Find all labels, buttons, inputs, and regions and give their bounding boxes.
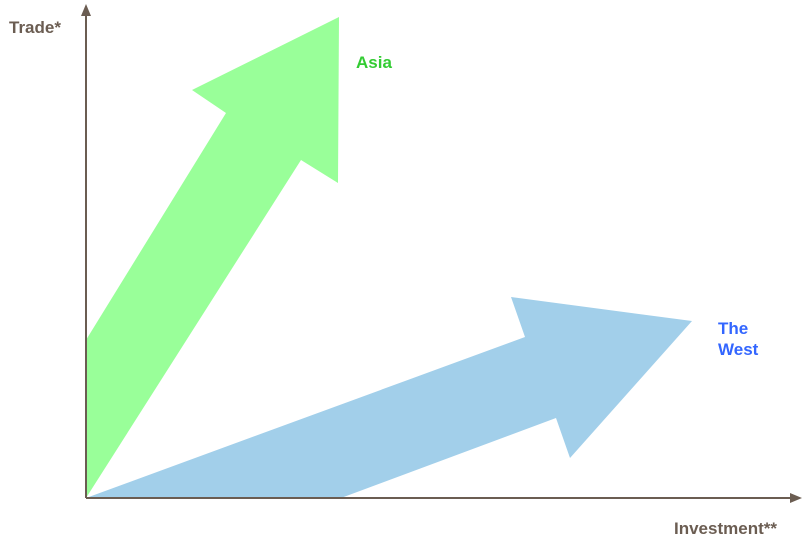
west-arrow — [86, 297, 692, 498]
y-axis-arrowhead — [81, 4, 91, 16]
west-label: The West — [718, 318, 788, 360]
asia-label: Asia — [356, 53, 392, 72]
x-axis-label: Investment** — [674, 519, 777, 538]
west-label-line2: West — [718, 340, 759, 359]
asia-arrow — [86, 17, 339, 498]
west-label-line1: The — [718, 319, 749, 338]
y-axis-label: Trade* — [9, 18, 61, 37]
x-axis-arrowhead — [790, 493, 802, 503]
